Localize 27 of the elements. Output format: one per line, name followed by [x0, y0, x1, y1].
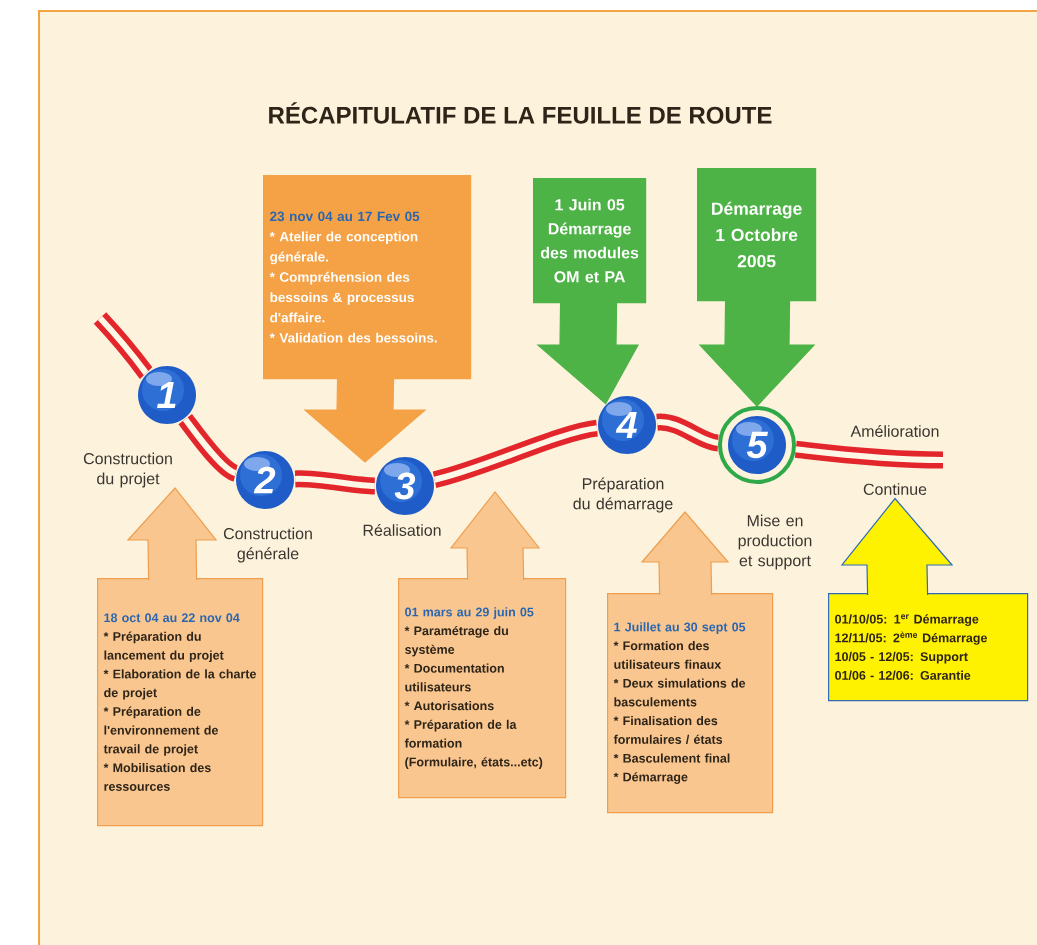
- stage-label: Préparation du démarrage: [573, 477, 673, 513]
- stage-label: Mise en production et support: [738, 514, 812, 570]
- block-arrow: [126, 487, 218, 581]
- road-segment: [657, 413, 720, 452]
- callout-box: 1 Juillet au 30 sept 05 * Formation des utilisateurs finaux * Deux simulations de basculements * Finalisation des formulaires / états * Basculement final * Démarrage: [607, 593, 774, 814]
- stage-label: Construction générale: [223, 527, 312, 563]
- road-segment: [794, 440, 944, 469]
- block-arrow: [536, 300, 639, 405]
- callout-box: Démarrage 1 Octobre 2005: [697, 168, 817, 302]
- callout-box: 23 nov 04 au 17 Fev 05 * Atelier de conception générale. * Compréhension des bessoins & processus d'affaire. * Validation des bessoins.: [263, 175, 472, 380]
- block-arrow: [449, 491, 541, 581]
- block-arrow: [303, 376, 427, 463]
- block-arrow: [698, 298, 816, 407]
- stage-label: Réalisation: [363, 524, 441, 536]
- callout-box: 01/10/05: 1$^{er}$ Démarrage 12/11/05: 2$^{ème}$ Démarrage 10/05 - 12/05: Support 01/06 - 12/06: Garantie: [828, 593, 1029, 702]
- callout-box: 1 Juin 05 Démarrage des modules OM et PA: [533, 178, 647, 304]
- stage-label: Amélioration Continue: [850, 425, 939, 495]
- callout-box: 01 mars au 29 juin 05 * Paramétrage du système * Documentation utilisateurs * Autorisations * Préparation de la formation (Formulaire, états...etc): [398, 578, 567, 799]
- road-segment: [93, 312, 153, 379]
- road-segment: [295, 470, 376, 495]
- block-arrow: [840, 497, 954, 596]
- stage-label: Construction du projet: [83, 452, 172, 488]
- road-segment: [178, 414, 239, 482]
- road-segment: [432, 419, 599, 488]
- block-arrow: [640, 511, 730, 596]
- title: RÉCAPITULATIF DE LA FEUILLE DE ROUTE: [269, 102, 772, 124]
- callout-box: 18 oct 04 au 22 nov 04 * Préparation du lancement du projet * Elaboration de la charte de projet * Préparation de l'environnement de travail de projet * Mobilisation des ressources: [97, 578, 264, 827]
